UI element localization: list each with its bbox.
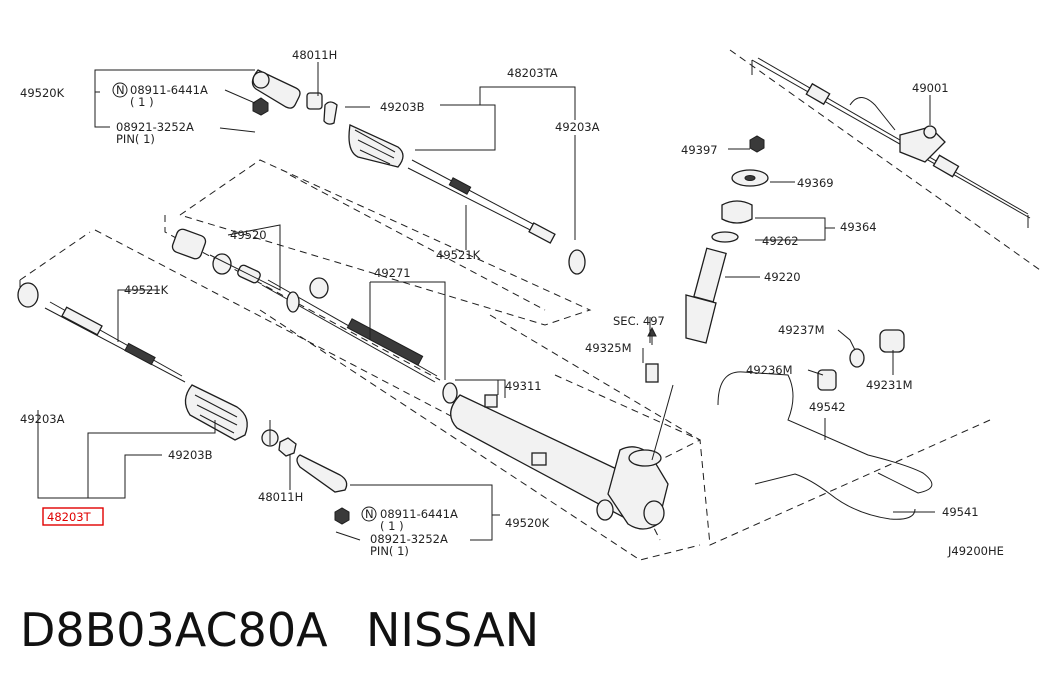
callout-qty-top: ( 1 ) xyxy=(130,95,154,109)
callout-49001: 49001 xyxy=(912,81,949,95)
callout-49237m: 49237M xyxy=(778,323,825,337)
callout-49520: 49520 xyxy=(230,228,267,242)
caption-brand: NISSAN xyxy=(366,603,539,657)
steering-gear-assembly-49001 xyxy=(751,57,1031,228)
callout-leader-lines xyxy=(37,62,935,541)
highlight-box-48203t xyxy=(42,507,104,526)
n-symbol-bottom: N xyxy=(361,506,377,522)
n-symbol-letter-bottom: N xyxy=(365,507,374,521)
callout-49236m: 49236M xyxy=(746,363,793,377)
diagram-reference-code: J49200HE xyxy=(947,544,1004,558)
upper-tie-rod-group xyxy=(251,69,586,275)
callout-49520k-bottom: 49520K xyxy=(505,516,550,530)
callout-48203t: 48203T xyxy=(47,510,92,524)
callout-49262: 49262 xyxy=(762,234,799,248)
callout-49311: 49311 xyxy=(505,379,542,393)
callout-49521k-left: 49521K xyxy=(124,283,169,297)
callout-49203b-top: 49203B xyxy=(380,100,425,114)
callout-49397: 49397 xyxy=(681,143,718,157)
callout-49542: 49542 xyxy=(809,400,846,414)
callout-qty-bottom: ( 1 ) xyxy=(380,519,404,533)
callout-49220: 49220 xyxy=(764,270,801,284)
rack-and-seals-group xyxy=(171,228,458,404)
callout-sec497: SEC. 497 xyxy=(613,314,665,328)
callout-49231m: 49231M xyxy=(866,378,913,392)
callout-48011h-bottom: 48011H xyxy=(258,490,303,504)
callout-48011h-top: 48011H xyxy=(292,48,337,62)
callout-labels: 49520K N 08911-6441A ( 1 ) 08921-3252A P… xyxy=(20,48,1004,558)
n-symbol-top: N xyxy=(112,82,128,98)
pinion-and-seals-column xyxy=(645,135,769,383)
callout-08911-top: 08911-6441A xyxy=(130,83,208,97)
n-symbol-letter: N xyxy=(116,83,125,97)
lower-tie-rod-group xyxy=(17,282,361,541)
callout-08921-top: 08921-3252A xyxy=(116,120,194,134)
callout-49203a-left: 49203A xyxy=(20,412,65,426)
callout-49520k-top: 49520K xyxy=(20,86,65,100)
callout-49541: 49541 xyxy=(942,505,979,519)
callout-49271: 49271 xyxy=(374,266,411,280)
callout-08911-bottom: 08911-6441A xyxy=(380,507,458,521)
caption-part-number: D8B03AC80A xyxy=(20,603,328,657)
callout-pin-top: PIN( 1) xyxy=(116,132,155,146)
callout-49369: 49369 xyxy=(797,176,834,190)
callout-08921-bottom: 08921-3252A xyxy=(370,532,448,546)
callout-pin-bottom: PIN( 1) xyxy=(370,544,409,558)
callout-49203a-right: 49203A xyxy=(555,120,600,134)
callout-49203b-bottom: 49203B xyxy=(168,448,213,462)
callout-49521k-top: 49521K xyxy=(436,248,481,262)
callout-49364: 49364 xyxy=(840,220,877,234)
gear-housing-49311 xyxy=(450,394,669,530)
callout-49325m: 49325M xyxy=(585,341,632,355)
callout-48203ta: 48203TA xyxy=(507,66,558,80)
